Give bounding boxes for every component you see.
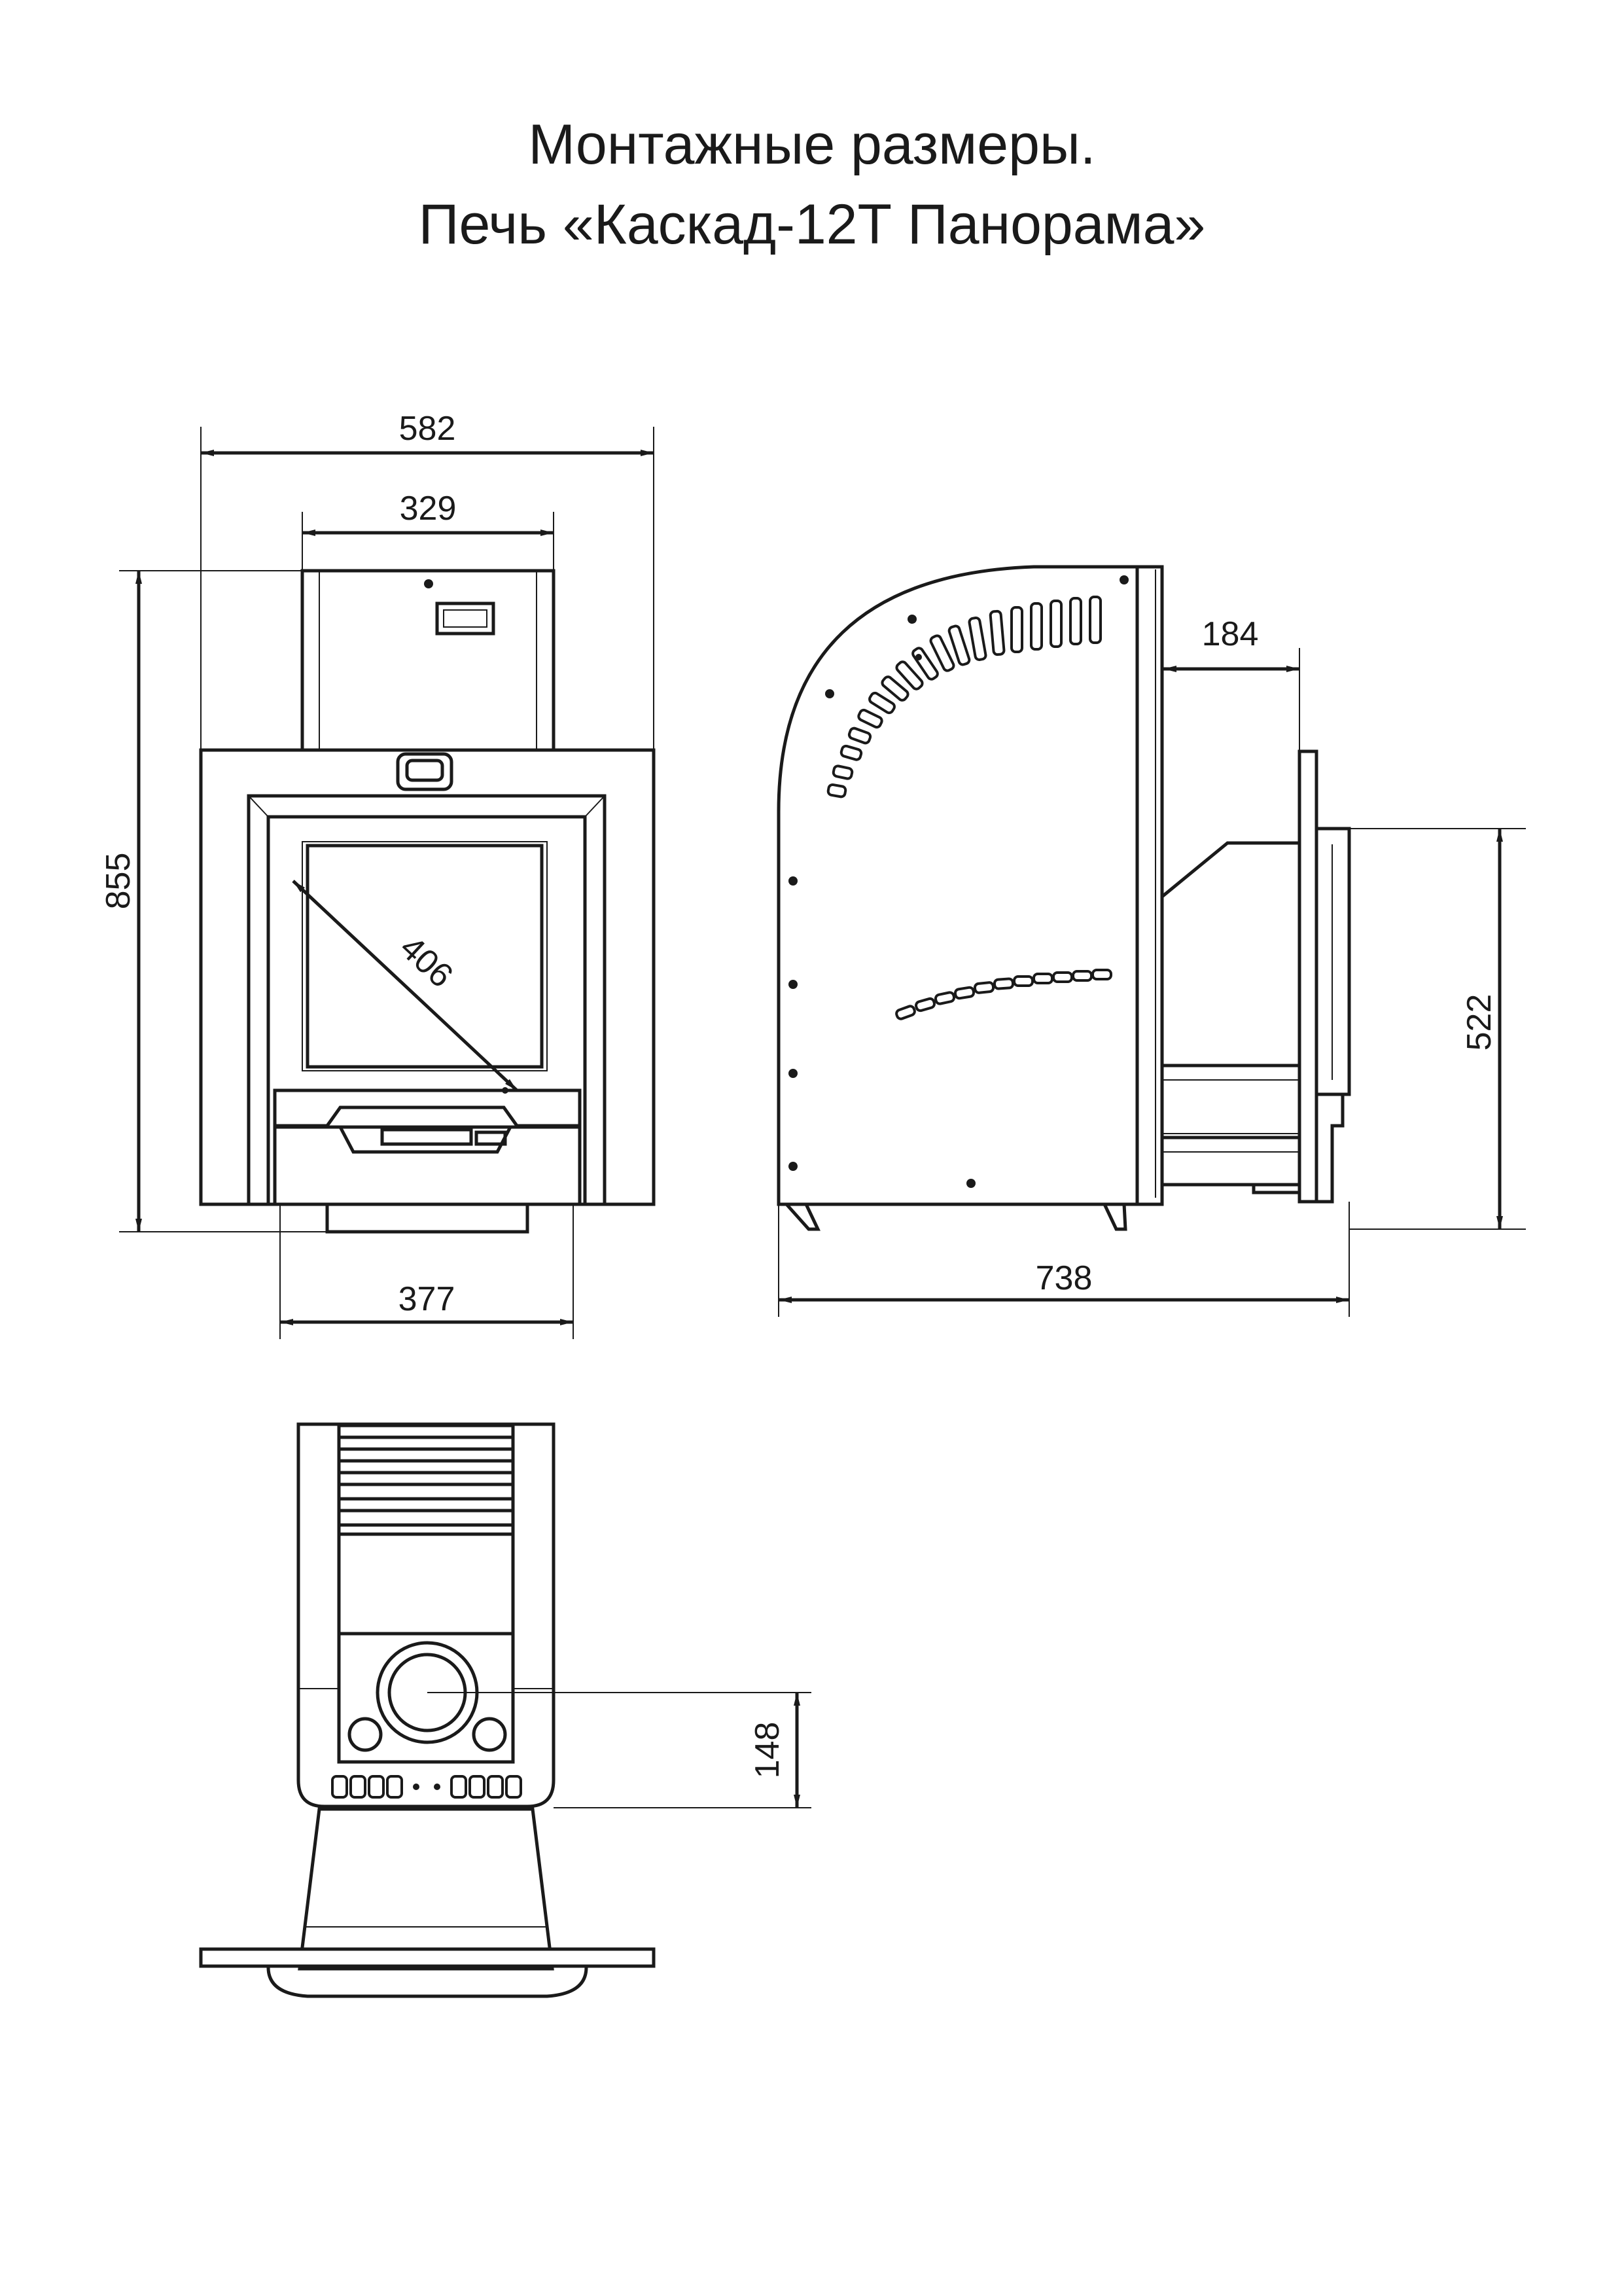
chimney-plate xyxy=(435,601,495,636)
side-view xyxy=(777,565,1351,1231)
top-front-panel xyxy=(199,1947,656,1968)
front-view: 406 xyxy=(199,569,656,1234)
total-height-label: 855 xyxy=(99,853,137,910)
front-dimensions: 582 329 855 377 xyxy=(99,410,654,1339)
top-slots-row xyxy=(331,1775,522,1799)
top-tunnel xyxy=(298,1807,554,1971)
tunnel-height-label: 522 xyxy=(1460,994,1498,1051)
front-foot xyxy=(325,1202,529,1234)
base-width-label: 377 xyxy=(398,1280,455,1318)
tunnel-ash xyxy=(1160,1136,1301,1187)
depth-extension-label: 184 xyxy=(1202,615,1259,653)
chimney-width-label: 329 xyxy=(400,490,457,528)
top-view xyxy=(199,1422,656,1998)
chimney-box xyxy=(300,569,556,756)
glass-diagonal-line xyxy=(292,880,518,1092)
top-vent-slots xyxy=(826,596,1102,798)
total-depth-label: 738 xyxy=(1036,1259,1093,1297)
side-foot-front xyxy=(783,1202,821,1231)
tunnel-top xyxy=(1160,841,1301,1067)
top-body xyxy=(296,1422,556,1808)
side-body xyxy=(777,565,1164,1206)
ash-handle xyxy=(380,1128,473,1146)
side-foot-back xyxy=(1102,1202,1127,1231)
middle-vent-slots xyxy=(895,969,1112,1020)
title-line-2: Печь «Каскад-12Т Панорама» xyxy=(418,193,1206,256)
top-dimensions: 148 xyxy=(427,1692,811,1808)
front-panel xyxy=(1297,749,1318,1204)
tunnel-bottom xyxy=(1160,1064,1301,1139)
top-door-arc xyxy=(266,1967,588,1998)
top-offset-label: 148 xyxy=(749,1722,786,1779)
top-grill xyxy=(340,1435,512,1536)
front-width-label: 582 xyxy=(399,410,456,448)
ash-door-side xyxy=(1315,1092,1345,1204)
title-line-1: Монтажные размеры. xyxy=(528,113,1096,176)
side-dimensions: 184 522 738 xyxy=(778,615,1526,1317)
